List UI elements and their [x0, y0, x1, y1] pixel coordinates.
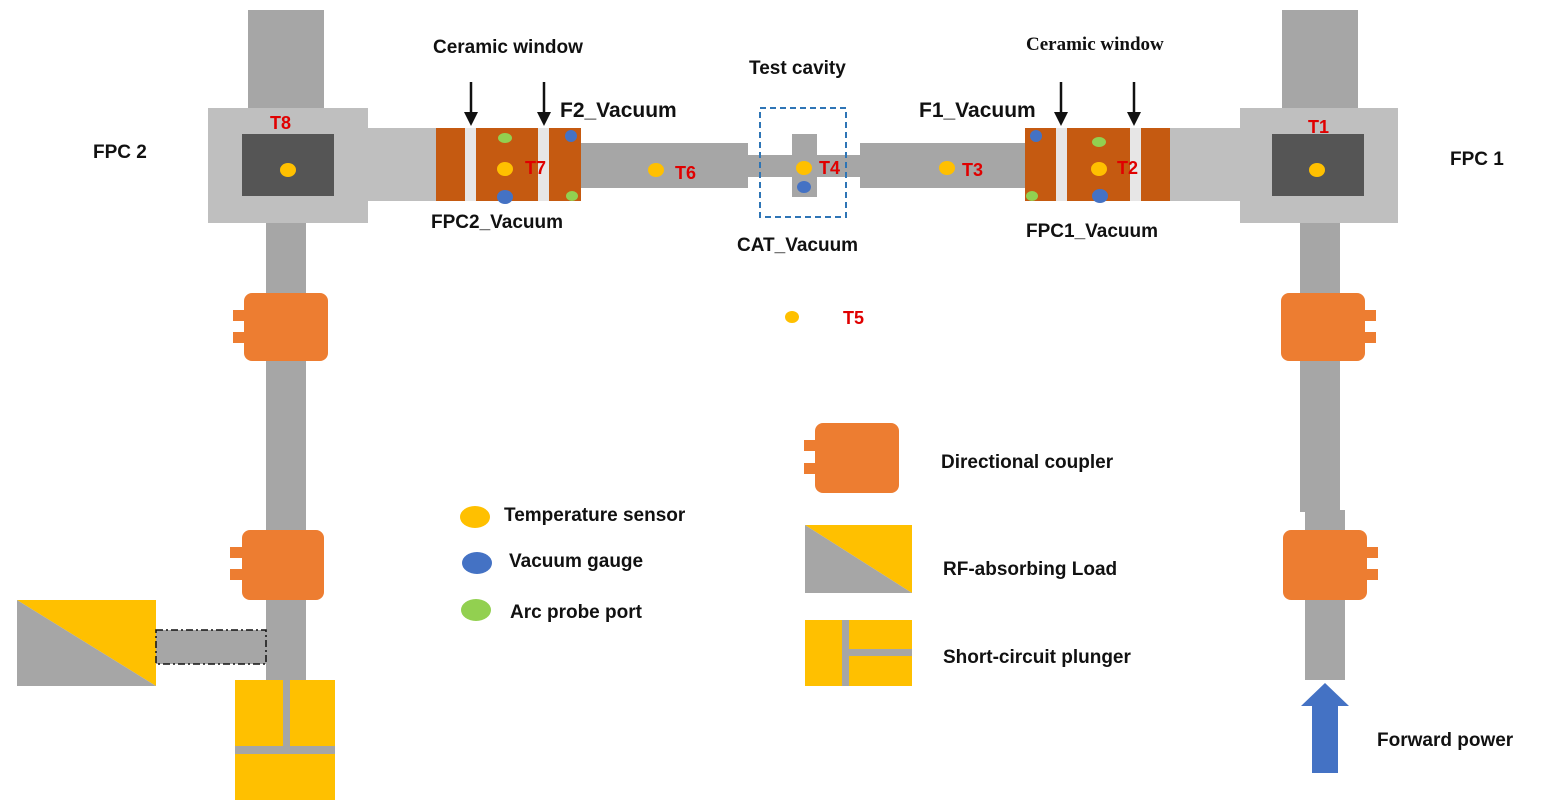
fpc2-ceramic-window-2	[538, 128, 549, 201]
arc-probe-port	[1026, 191, 1038, 201]
vacuum-gauge-f1	[1030, 130, 1042, 142]
fpc1-top-waveguide	[1282, 10, 1358, 110]
sensor-label-t7: T7	[525, 158, 546, 178]
forward-power-arrow	[1301, 683, 1349, 773]
legend-temperature-swatch	[460, 506, 490, 528]
temp-sensor-t6	[648, 163, 664, 177]
fpc1-connector	[1170, 128, 1242, 201]
left-coupler-lower	[230, 530, 324, 600]
left-short-circuit-plunger	[235, 680, 335, 800]
temp-sensor-t1	[1309, 163, 1325, 177]
legend-coupler-swatch	[804, 423, 899, 493]
temp-sensor-t5	[785, 311, 799, 323]
ceramic-window-left-label: Ceramic window	[433, 37, 583, 58]
marker-legend: Temperature sensor Vacuum gauge Arc prob…	[460, 505, 686, 623]
ceramic-window-right-label: Ceramic window	[1026, 34, 1164, 55]
sensor-label-t6: T6	[675, 163, 696, 183]
sensor-label-t8: T8	[270, 113, 291, 133]
temp-sensor-t8	[280, 163, 296, 177]
temp-sensor-t2	[1091, 162, 1107, 176]
sensor-label-t3: T3	[962, 160, 983, 180]
load-stub-dashed-outline	[155, 629, 267, 665]
left-rf-load	[17, 600, 267, 686]
legend-arc-swatch	[461, 599, 491, 621]
vacuum-gauge-fpc2	[497, 190, 513, 204]
left-coupler-upper	[233, 293, 328, 361]
right-coupler-lower	[1283, 530, 1378, 600]
forward-power-label: Forward power	[1377, 730, 1514, 751]
fpc1-vertical-waveguide	[1300, 222, 1340, 512]
left-center-waveguide	[581, 143, 748, 188]
fpc2-vertical-waveguide	[266, 222, 306, 687]
fpc1-vacuum-label: FPC1_Vacuum	[1026, 221, 1158, 242]
vacuum-gauge-f2	[565, 130, 577, 142]
fpc2-window-block	[436, 128, 581, 204]
fpc2-label: FPC 2	[93, 142, 147, 163]
fpc2-top-waveguide	[248, 10, 324, 110]
fpc1-label: FPC 1	[1450, 149, 1504, 170]
legend-load-swatch	[805, 525, 912, 593]
cavity-left-stub	[748, 155, 792, 177]
vacuum-gauge-fpc1	[1092, 189, 1108, 203]
center-line	[581, 107, 1025, 218]
legend-load-label: RF-absorbing Load	[943, 559, 1117, 580]
fpc1-ceramic-window-2	[1130, 128, 1141, 201]
load-stub-waveguide	[156, 630, 266, 664]
sensor-label-t1: T1	[1308, 117, 1329, 137]
test-cavity-label: Test cavity	[749, 58, 846, 79]
fpc2-vacuum-label: FPC2_Vacuum	[431, 212, 563, 233]
legend-arc-label: Arc probe port	[510, 602, 643, 623]
temp-sensor-t7	[497, 162, 513, 176]
temp-sensor-t4	[796, 161, 812, 175]
legend-vacuum-label: Vacuum gauge	[509, 551, 643, 572]
temp-sensor-t3	[939, 161, 955, 175]
f2-vacuum-label: F2_Vacuum	[560, 99, 677, 122]
arc-probe-port	[498, 133, 512, 143]
right-coupler-upper	[1281, 293, 1376, 361]
arc-probe-port	[566, 191, 578, 201]
legend-vacuum-swatch	[462, 552, 492, 574]
test-cavity-box	[759, 107, 847, 218]
fpc2-connector	[366, 128, 438, 201]
arc-probe-port	[1092, 137, 1106, 147]
legend-plunger-swatch	[805, 620, 912, 686]
cavity-right-stub	[817, 155, 860, 177]
sensor-label-t2: T2	[1117, 158, 1138, 178]
fpc1-ceramic-window-1	[1056, 128, 1067, 201]
f1-vacuum-label: F1_Vacuum	[919, 99, 1036, 122]
sensor-label-t5: T5	[843, 308, 864, 328]
legend-coupler-label: Directional coupler	[941, 452, 1114, 473]
fpc2-ceramic-window-1	[465, 128, 476, 201]
component-legend: Directional coupler RF-absorbing Load Sh…	[804, 423, 1132, 686]
sensor-label-t4: T4	[819, 158, 840, 178]
cat-vacuum-label: CAT_Vacuum	[737, 235, 858, 256]
ceramic-window-arrows	[464, 82, 1141, 126]
legend-plunger-label: Short-circuit plunger	[943, 647, 1132, 668]
fpc1-assembly	[1170, 10, 1398, 680]
legend-temperature-label: Temperature sensor	[504, 505, 686, 526]
vacuum-gauge-cat	[797, 181, 811, 193]
fpc1-window-block	[1025, 128, 1170, 203]
